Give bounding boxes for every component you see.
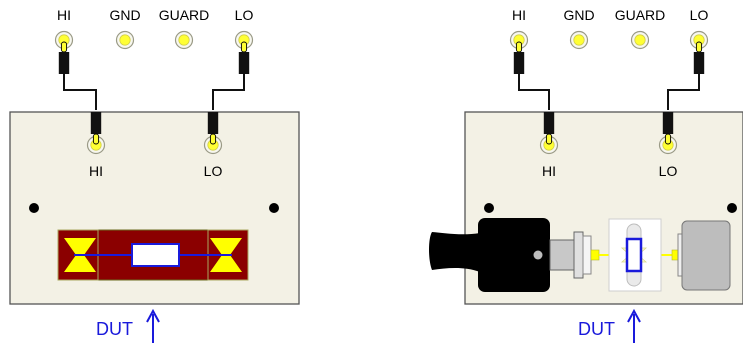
- mounting-hole: [484, 203, 494, 213]
- fixture-label-lo: LO: [659, 163, 678, 179]
- terminal-label-hi: HI: [57, 7, 71, 23]
- patch-cable-icon: [58, 41, 250, 110]
- instrument-terminals: HI GND GUARD LO: [54, 7, 254, 50]
- terminal-label-guard: GUARD: [159, 7, 210, 23]
- right-panel: HI GND GUARD LO HI LO: [429, 7, 743, 343]
- fixture-label-lo: LO: [204, 163, 223, 179]
- terminal-label-guard: GUARD: [615, 7, 666, 23]
- arrow-up-icon: [627, 308, 641, 343]
- terminal-label-hi: HI: [512, 7, 526, 23]
- patch-cable-icon: [513, 41, 705, 110]
- dut-label: DUT: [578, 319, 615, 339]
- left-panel: HI GND GUARD LO HI LO: [9, 7, 300, 343]
- mounting-hole: [727, 203, 737, 213]
- dut-label: DUT: [96, 319, 133, 339]
- fixture-label-hi: HI: [89, 163, 103, 179]
- fixture-jacks: HI LO: [539, 111, 678, 179]
- fixture-jacks: HI LO: [86, 111, 223, 179]
- resistor-icon: [131, 243, 180, 267]
- banana-jack-icon: [569, 30, 589, 50]
- terminal-label-gnd: GND: [563, 7, 594, 23]
- terminal-label-gnd: GND: [109, 7, 140, 23]
- clamp-jaw: [671, 220, 731, 291]
- resistor-icon: [625, 237, 643, 273]
- arrow-up-icon: [146, 308, 160, 343]
- mounting-hole: [29, 203, 39, 213]
- mounting-hole: [269, 203, 279, 213]
- axial-dut-carrier: [57, 229, 249, 281]
- instrument-terminals: HI GND GUARD LO: [509, 7, 709, 50]
- terminal-label-lo: LO: [235, 7, 254, 23]
- fixture-label-hi: HI: [542, 163, 556, 179]
- terminal-label-lo: LO: [690, 7, 709, 23]
- clamp-knob-icon: [429, 218, 600, 292]
- banana-jack-icon: [174, 30, 194, 50]
- banana-jack-icon: [115, 30, 135, 50]
- chip-dut-holder: [599, 218, 672, 292]
- banana-jack-icon: [630, 30, 650, 50]
